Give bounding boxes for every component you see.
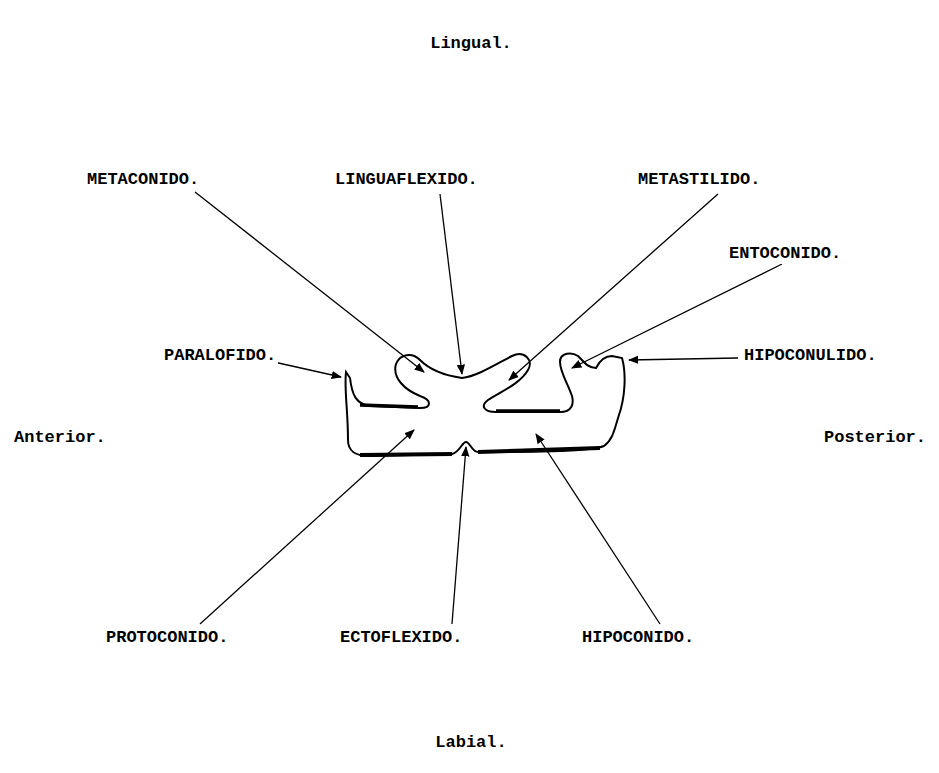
part-name: ENTOCONIDO. bbox=[727, 244, 843, 264]
enamel-edge bbox=[360, 405, 560, 411]
leader-lines bbox=[195, 192, 782, 624]
part-name: HIPOCONIDO. bbox=[580, 628, 696, 648]
direction-label: Anterior. bbox=[12, 428, 108, 448]
direction-label: Lingual. bbox=[428, 34, 514, 54]
direction-label: Labial. bbox=[433, 733, 508, 753]
part-name: ECTOFLEXIDO. bbox=[338, 628, 464, 648]
part-name: PROTOCONIDO. bbox=[104, 628, 230, 648]
part-name: METACONIDO. bbox=[85, 170, 201, 190]
direction-label: Posterior. bbox=[822, 428, 928, 448]
enamel-edge bbox=[360, 448, 600, 455]
tooth-outline bbox=[345, 354, 624, 456]
part-name: HIPOCONULIDO. bbox=[742, 346, 879, 366]
part-name: METASTILIDO. bbox=[636, 170, 762, 190]
part-name: PARALOFIDO. bbox=[162, 346, 278, 366]
part-name: LINGUAFLEXIDO. bbox=[333, 170, 480, 190]
